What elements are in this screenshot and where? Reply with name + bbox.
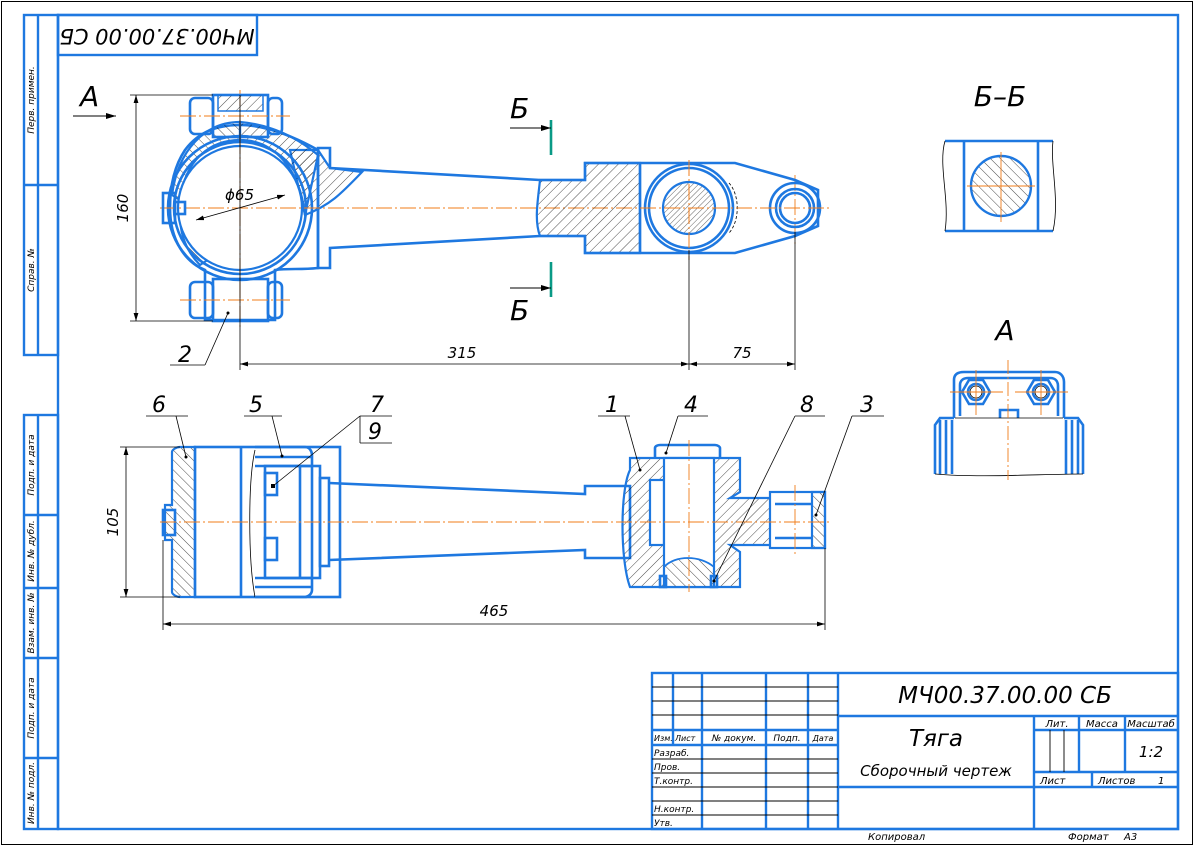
rotated-designation-box: МЧ00.37.00.00 СБ [56,13,259,57]
tb-role-prov: Пров. [654,763,680,773]
tb-role-tkontr: Т.контр. [654,777,693,787]
svg-text:6: 6 [152,393,166,418]
tb-subtitle: Сборочный чертеж [860,762,1012,780]
side-label-podp-data-1: Подп. и дата [27,434,37,495]
tb-header-lit: Лит. [1044,719,1068,730]
callout-5: 5 [244,393,284,458]
top-view: А [73,80,830,370]
tb-scale-value: 1:2 [1139,743,1163,761]
side-label-podp-data-2: Подп. и дата [27,677,37,738]
tb-header-sign: Подп. [773,734,800,744]
dim-160: 160 [114,194,132,223]
callout-8: 8 [712,393,825,583]
section-bb: Б–Б [942,80,1056,233]
tb-title: Тяга [909,726,963,752]
dim-315: 315 [448,344,477,362]
view-a-arrow-label: А [78,80,99,113]
tb-header-sheet: Лист [1039,776,1067,787]
copied-label: Копировал [868,832,926,843]
tb-sheets-total: 1 [1158,776,1164,787]
svg-text:8: 8 [800,393,814,418]
section-bb-title: Б–Б [974,80,1026,113]
dim-465: 465 [480,602,509,620]
rotated-designation: МЧ00.37.00.00 СБ [59,24,254,48]
tb-designation: МЧ00.37.00.00 СБ [898,683,1112,709]
bottom-view: 105 465 6 5 7 9 [104,393,884,630]
callout-4: 4 [664,393,708,455]
dim-75: 75 [732,344,751,362]
side-label-perv-primen: Перв. примен. [27,66,37,134]
tb-header-scale: Масштаб [1127,718,1175,730]
callout-1: 1 [598,393,642,472]
svg-text:1: 1 [605,393,619,418]
view-a-title: А [993,314,1014,347]
side-label-inv-podl: Инв. № подл. [27,762,37,824]
callout-6: 6 [146,393,188,459]
callout-2: 2 [178,343,192,368]
svg-text:3: 3 [860,393,874,418]
tb-role-razrab: Разраб. [654,749,689,759]
side-label-sprav-no: Справ. № [27,248,37,292]
tb-header-mass: Масса [1086,719,1118,730]
tb-header-date: Дата [812,734,834,743]
format-label: Формат [1068,832,1110,843]
view-a: А [933,314,1085,480]
side-label-vzam-inv: Взам. инв. № [27,592,37,653]
side-label-inv-dubl: Инв. № дубл. [27,520,37,582]
svg-text:5: 5 [249,393,263,418]
side-stamp: Перв. примен. Справ. № Подп. и дата Инв.… [22,13,60,831]
title-block: МЧ00.37.00.00 СБ Тяга Сборочный чертеж Л… [650,671,1180,831]
tb-header-sheets: Листов [1097,776,1135,787]
tb-role-nkontr: Н.контр. [654,805,694,815]
tb-header-izm: Изм. [654,734,673,743]
format-value: А3 [1123,832,1137,843]
svg-text:9: 9 [368,420,382,445]
svg-text:4: 4 [684,393,698,418]
tb-header-list: Лист [674,734,696,743]
section-mark-top: Б [510,92,529,125]
dim-105: 105 [104,508,122,537]
svg-text:7: 7 [370,393,384,418]
section-mark-bottom: Б [510,294,529,327]
dim-diameter-65: ϕ65 [225,186,254,204]
callout-7-9: 7 9 [271,393,392,488]
tb-role-utv: Утв. [654,819,673,829]
tb-header-doc-no: № докум. [711,734,756,744]
callout-3: 3 [814,393,884,517]
